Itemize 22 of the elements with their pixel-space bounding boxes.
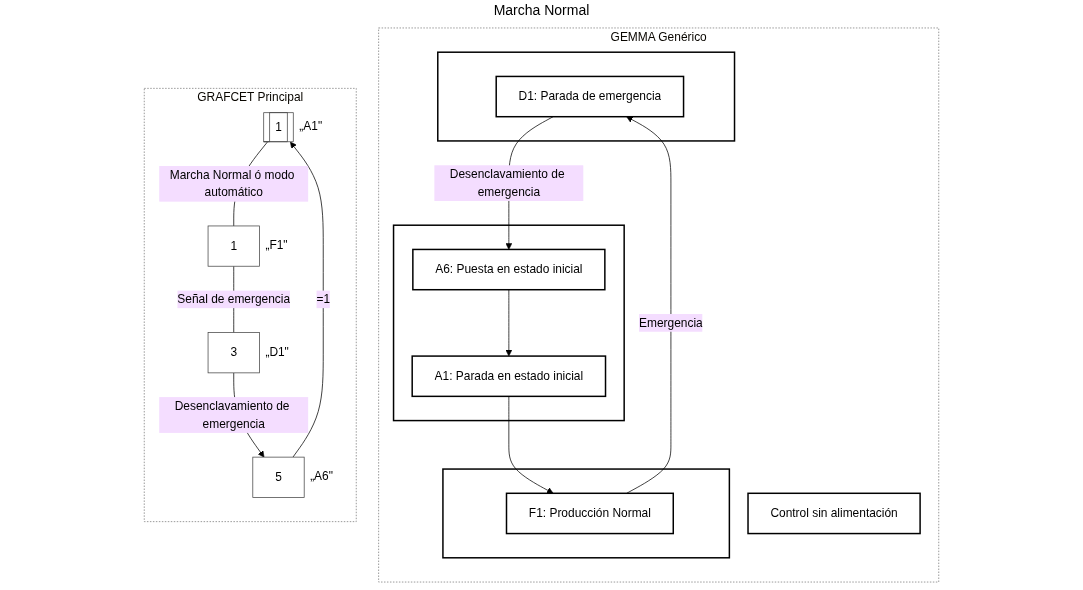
cluster [392,224,625,422]
action-label: „A1" [299,119,323,134]
action-label: „F1" [265,238,288,253]
node-box: Control sin alimentación [747,492,921,535]
edge-label: Marcha Normal ó modo automático [169,168,295,199]
node-box: 3 [207,332,260,374]
node-box: 5 [252,456,305,498]
cluster [437,51,736,142]
cluster [442,468,731,559]
edge-label: Señal de emergencia [177,292,291,306]
action-label: „D1" [265,344,289,359]
node-box: D1: Parada de emergencia [495,75,685,118]
node-box: F1: Producción Normal [505,492,674,535]
node-box: A1: Parada en estado inicial [411,355,607,398]
edge-label: Emergencia [639,316,703,329]
edge-label: Desenclavamiento de emergencia [449,167,565,198]
region-label: Marcha Normal [493,2,590,18]
action-label: „A6" [310,469,333,484]
edge-label: Desenclavamiento de emergencia [174,399,290,430]
node-box: A6: Puesta en estado inicial [412,248,606,291]
edge-label: =1 [316,292,331,306]
node-box: 1 [207,225,260,267]
